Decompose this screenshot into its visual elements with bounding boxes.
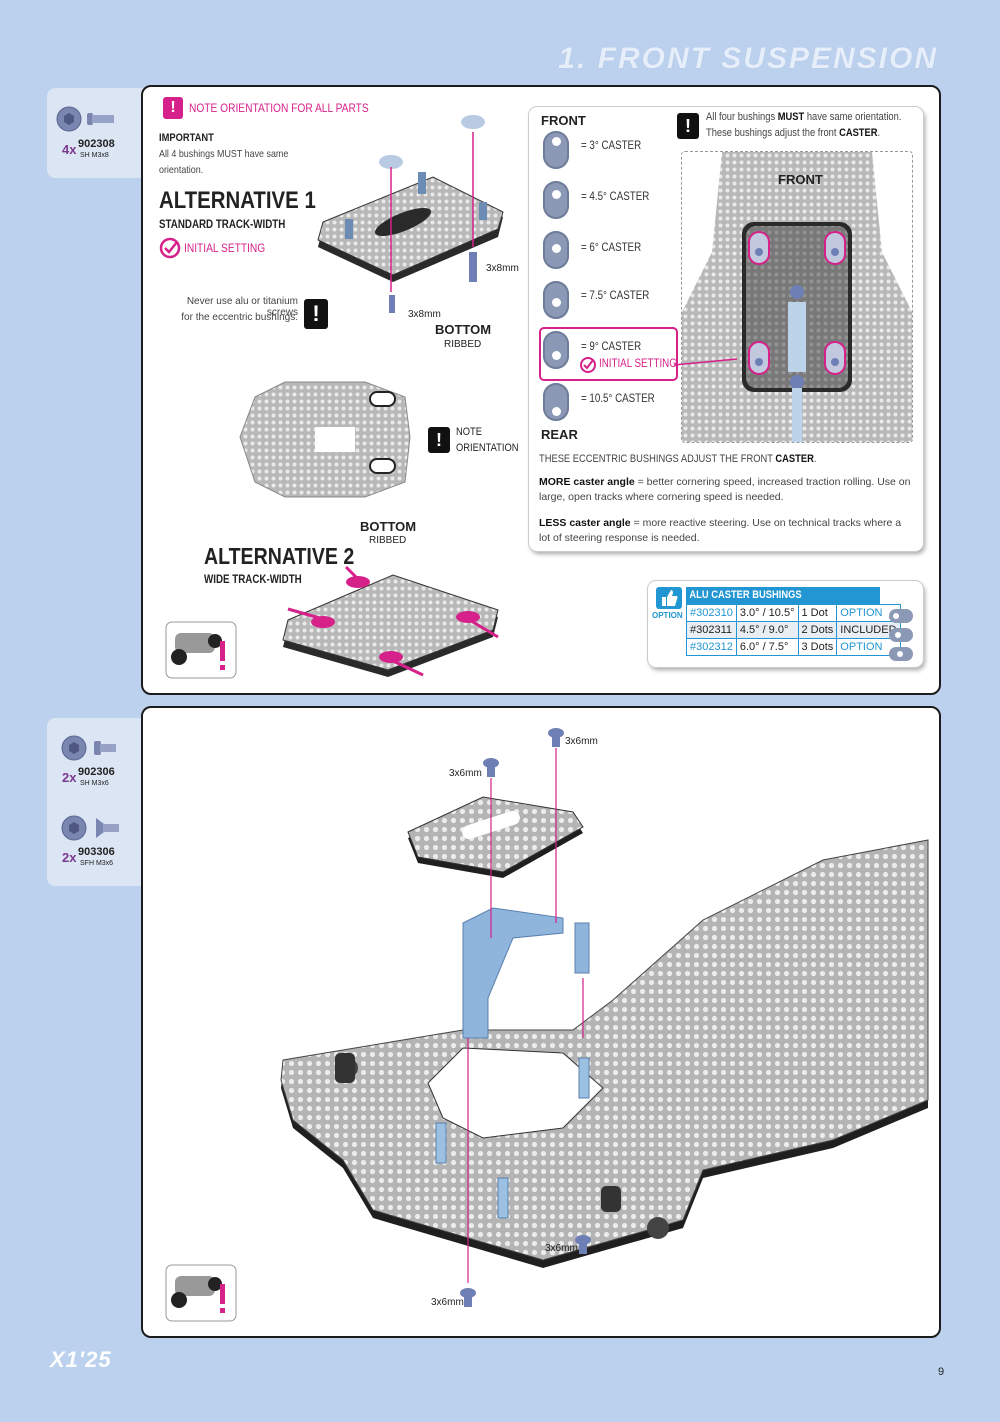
screw-sfh-m3x6-icon — [61, 815, 119, 841]
option-callout: OPTION ALU CASTER BUSHINGS #302310 3.0° … — [648, 581, 923, 667]
table-cell: INCLUDED — [836, 621, 901, 639]
table-cell: 2 Dots — [797, 621, 838, 639]
section-title: 1. FRONT SUSPENSION — [558, 42, 938, 75]
screw-label-1: 3x6mm — [565, 736, 598, 747]
note-orientation: NOTE — [456, 426, 482, 438]
warning-icon: ! — [428, 427, 450, 453]
never-use-text-2: for the eccentric bushings. — [181, 312, 298, 323]
bushing-7-5deg — [543, 281, 569, 319]
caster-para1: THESE ECCENTRIC BUSHINGS ADJUST THE FRON… — [539, 453, 817, 465]
bottom-label-b: BOTTOM — [360, 519, 417, 534]
check-circle-icon — [159, 237, 181, 259]
important-text: All 4 bushings MUST have same — [159, 148, 289, 160]
never-use-text: Never use alu or titanium screws — [186, 296, 298, 318]
screw-sh-m3x8-icon — [56, 106, 114, 132]
bushing-3deg — [543, 131, 569, 169]
table-cell: #302312 — [686, 638, 737, 656]
alt1-subtitle: STANDARD TRACK-WIDTH — [159, 219, 286, 231]
step2-panel: 3x6mm 3x6mm 3x6mm 3x6mm — [141, 706, 941, 1338]
parts-name: SFH M3x6 — [80, 860, 114, 867]
caster-callout: FRONT REAR = 3° CASTER = 4.5° CASTER = 6… — [529, 107, 923, 551]
caster-front-label: FRONT — [541, 113, 586, 128]
step1-panel: ! NOTE ORIENTATION FOR ALL PARTS IMPORTA… — [141, 85, 941, 695]
initial-setting-highlight — [539, 327, 678, 381]
ribbed-label-a: RIBBED — [444, 339, 482, 350]
screw-label-b: 3x8mm — [408, 309, 441, 320]
parts-code: 903306 — [78, 846, 115, 858]
table-cell: #302311 — [686, 621, 737, 639]
bushing-6deg — [543, 231, 569, 269]
chassis-top-diagram: FRONT — [681, 151, 913, 443]
caster-option-2: = 4.5° CASTER — [581, 191, 650, 203]
bottom-label-a: BOTTOM — [435, 322, 492, 337]
brand-logo: X1'25 — [50, 1347, 112, 1372]
caster-option-6: = 10.5° CASTER — [581, 393, 655, 405]
bushing-icons — [889, 609, 913, 661]
table-row: #302311 4.5° / 9.0° 2 Dots INCLUDED — [686, 621, 901, 639]
bushing-10-5deg — [543, 383, 569, 421]
bushing-4-5deg — [543, 181, 569, 219]
caster-option-1: = 3° CASTER — [581, 140, 642, 152]
caster-option-3: = 6° CASTER — [581, 242, 642, 254]
page-number: 9 — [938, 1366, 945, 1378]
option-table-header: ALU CASTER BUSHINGS — [686, 587, 880, 604]
table-cell: 3 Dots — [797, 638, 838, 656]
screw-sh-m3x6-icon — [61, 735, 116, 761]
screw-label-4: 3x6mm — [431, 1297, 464, 1308]
caster-warning-line1: All four bushings MUST have same orienta… — [706, 111, 902, 123]
callout-pointer — [673, 358, 738, 366]
screw-label-a: 3x8mm — [486, 263, 519, 274]
note-orientation-2: ORIENTATION — [456, 442, 519, 454]
chassis-assembly-diagram — [280, 728, 929, 1307]
ribbed-label-b: RIBBED — [369, 535, 407, 546]
caster-rear-label: REAR — [541, 427, 578, 442]
table-cell: 1 Dot — [797, 604, 838, 622]
parts-qty: 4x — [62, 142, 77, 157]
parts-code: 902308 — [78, 138, 115, 150]
caster-option-5: = 9° CASTER — [581, 341, 642, 353]
parts-name: SH M3x8 — [80, 152, 109, 159]
thumbs-up-icon — [656, 587, 682, 609]
chassis-front-label: FRONT — [778, 172, 823, 187]
parts-box-step1: 4x 902308 SH M3x8 — [47, 88, 143, 178]
option-table: #302310 3.0° / 10.5° 1 Dot OPTION #30231… — [686, 604, 901, 656]
table-cell: 4.5° / 9.0° — [735, 621, 799, 639]
caster-warning-line2: These bushings adjust the front CASTER. — [706, 127, 881, 139]
table-row: #302312 6.0° / 7.5° 3 Dots OPTION — [686, 638, 901, 656]
table-cell: #302310 — [686, 604, 737, 622]
parts-name: SH M3x6 — [80, 780, 109, 787]
warning-icon: ! — [677, 113, 699, 139]
option-label: OPTION — [652, 611, 683, 620]
important-text-2: orientation. — [159, 164, 204, 176]
table-row: #302310 3.0° / 10.5° 1 Dot OPTION — [686, 604, 901, 622]
alt1-plate-diagram — [317, 115, 504, 313]
caster-option-4: = 7.5° CASTER — [581, 290, 650, 302]
check-circle-icon — [580, 357, 596, 373]
important-title: IMPORTANT — [159, 132, 214, 144]
alt1-title: ALTERNATIVE 1 — [159, 187, 316, 214]
warning-icon: ! — [304, 299, 328, 329]
car-warning-icon — [165, 1264, 237, 1322]
caster-para2: MORE caster angle = better cornering spe… — [539, 476, 911, 503]
alt2-subtitle: WIDE TRACK-WIDTH — [204, 574, 302, 586]
table-cell: OPTION — [836, 638, 901, 656]
screw-label-3: 3x6mm — [545, 1243, 578, 1254]
car-warning-icon — [165, 621, 237, 679]
warning-icon: ! — [163, 97, 183, 119]
note-all-parts: NOTE ORIENTATION FOR ALL PARTS — [189, 101, 369, 115]
caster-para3: LESS caster angle = more reactive steeri… — [539, 517, 902, 544]
bushing-9deg — [543, 331, 569, 369]
bottom-plate-diagram — [239, 381, 411, 498]
table-cell: 3.0° / 10.5° — [735, 604, 799, 622]
alt2-plate-diagram — [282, 565, 499, 677]
initial-setting-label: INITIAL SETTING — [184, 241, 266, 255]
parts-code: 902306 — [78, 766, 115, 778]
screw-label-2: 3x6mm — [449, 768, 482, 779]
parts-qty: 2x — [62, 770, 77, 785]
parts-qty: 2x — [62, 850, 77, 865]
initial-setting-caster: INITIAL SETTING — [599, 358, 677, 370]
parts-box-step2: 2x 902306 SH M3x6 2x 903306 SFH M3x6 — [47, 718, 143, 886]
table-cell: 6.0° / 7.5° — [735, 638, 799, 656]
alt2-title: ALTERNATIVE 2 — [204, 543, 355, 569]
